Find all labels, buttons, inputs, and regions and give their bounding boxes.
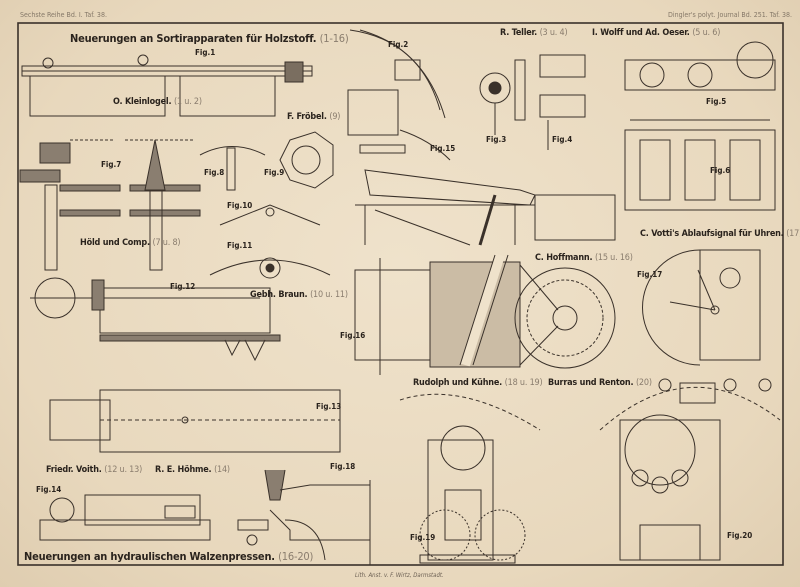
credit-kleinlogel: O. Kleinlogel. (1 u. 2) [113,97,202,107]
header-right: Dingler's polyt. Journal Bd. 251. Taf. 3… [668,11,792,19]
credit-ref: (18 u. 19) [504,378,543,388]
fig-16-label: Fig.16 [340,331,366,340]
credit-ref: (1 u. 2) [173,97,202,107]
fig13-drawing [49,389,341,453]
fig1-drawing [21,54,313,117]
credit-name: F. Fröbel. [287,112,327,122]
fig-4-label: Fig.4 [552,135,573,144]
lithographer-credit: Lith. Anst. v. F. Wirtz, Darmstadt. [355,572,444,579]
fig3-fig4-drawing [479,54,586,150]
credit-hoeld: Höld und Comp. (7 u. 8) [80,238,181,248]
fig-17-label: Fig.17 [637,270,663,279]
section-title-bottom: Neuerungen an hydraulischen Walzenpresse… [24,550,313,563]
credit-name: O. Kleinlogel. [113,97,172,107]
credit-name: Rudolph und Kühne. [413,378,503,388]
credit-braun: Gebh. Braun. (10 u. 11) [250,290,348,300]
fig-10-label: Fig.10 [227,201,253,210]
credit-name: I. Wolff und Ad. Oeser. [592,28,690,38]
fig-19-label: Fig.19 [410,533,436,542]
fig-18-label: Fig.18 [330,462,356,471]
plate-border [17,22,784,566]
fig-20-label: Fig.20 [727,531,753,540]
fig16-drawing [354,253,616,375]
fig5-fig6-drawing [624,41,776,211]
fig-1-label: Fig.1 [195,48,216,57]
fig-13-label: Fig.13 [316,402,342,411]
fig-12-label: Fig.12 [170,282,196,291]
fig12-drawing [30,277,281,362]
credit-voith: Friedr. Voith. (12 u. 13) [46,465,142,475]
credit-ref: (15 u. 16) [594,253,633,263]
credit-ref: (3 u. 4) [539,28,568,38]
fig-2-label: Fig.2 [388,40,409,49]
credit-name: Höld und Comp. [80,238,150,248]
credit-hoffmann: C. Hoffmann. (15 u. 16) [535,253,633,263]
credit-name: Friedr. Voith. [46,465,102,475]
credit-ref: (14) [214,465,230,475]
credit-rudolph-kuehne: Rudolph und Kühne. (18 u. 19) [413,378,543,388]
credit-ref: (9) [329,112,341,122]
fig19-drawing [399,393,541,564]
title-ref: (16-20) [278,550,314,563]
header-left: Sechste Reihe Bd. I. Taf. 38. [20,11,107,19]
title-text: Neuerungen an Sortirapparaten für Holzst… [70,32,317,45]
credit-ref: (20) [635,378,652,388]
fig-8-label: Fig.8 [204,168,225,177]
credit-name: R. E. Höhme. [155,465,212,475]
credit-votti: C. Votti's Ablaufsignal für Uhren. (17) [640,229,800,239]
credit-ref: (12 u. 13) [104,465,143,475]
fig20-drawing [599,378,781,561]
fig-3-label: Fig.3 [486,135,507,144]
fig-11-label: Fig.11 [227,241,253,250]
title-text: Neuerungen an hydraulischen Walzenpresse… [24,550,275,563]
fig7-drawing [19,139,201,271]
fig8-fig11-drawing [199,131,334,279]
fig-7-label: Fig.7 [101,160,122,169]
title-ref: (1-16) [319,32,349,45]
fig2-drawing [347,29,451,161]
section-title-top: Neuerungen an Sortirapparaten für Holzst… [70,32,349,45]
fig-9-label: Fig.9 [264,168,285,177]
credit-ref: (10 u. 11) [310,290,348,300]
credit-ref: (7 u. 8) [152,238,181,248]
credit-froebel: F. Fröbel. (9) [287,112,340,122]
fig-14-label: Fig.14 [36,485,62,494]
fig-5-label: Fig.5 [706,97,727,106]
fig17-clock-drawing [642,249,761,366]
fig-15-label: Fig.15 [430,144,456,153]
credit-burras-renton: Burras und Renton. (20) [548,378,652,388]
credit-name: R. Teller. [500,28,537,38]
credit-name: Burras und Renton. [548,378,634,388]
fig18-drawing [237,469,371,565]
credit-name: C. Hoffmann. [535,253,593,263]
credit-ref: (5 u. 6) [692,28,721,38]
fig-6-label: Fig.6 [710,166,731,175]
credit-wolff-oeser: I. Wolff und Ad. Oeser. (5 u. 6) [592,28,720,38]
credit-hoehme: R. E. Höhme. (14) [155,465,230,475]
fig15-drawing [355,144,616,246]
credit-name: C. Votti's Ablaufsignal für Uhren. [640,229,784,239]
fig14-drawing [39,494,211,541]
credit-name: Gebh. Braun. [250,290,308,300]
credit-ref: (17) [786,229,800,239]
credit-teller: R. Teller. (3 u. 4) [500,28,568,38]
